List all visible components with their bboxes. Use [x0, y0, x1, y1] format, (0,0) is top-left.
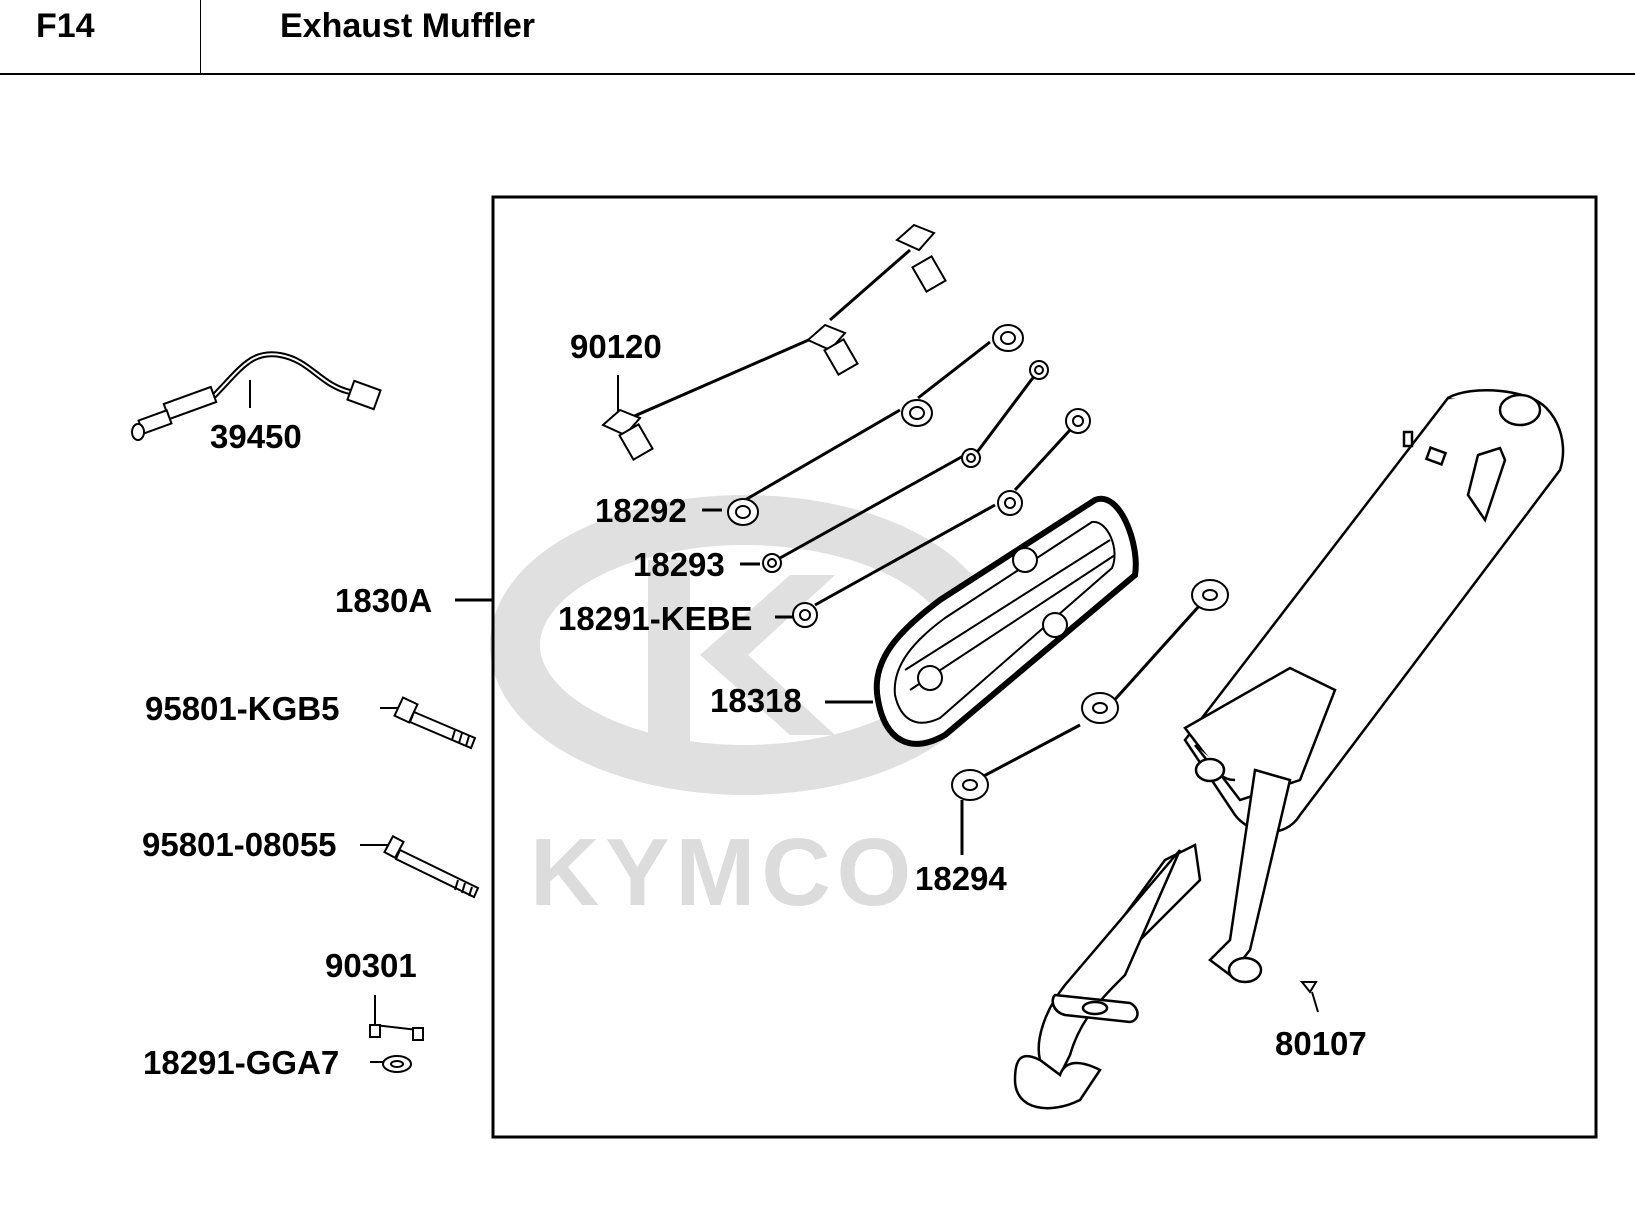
part-label-39450: 39450	[210, 418, 302, 455]
part-label-18293: 18293	[633, 546, 725, 583]
muffler-body	[1013, 389, 1565, 1110]
part-label-18291-GGA7: 18291-GGA7	[143, 1044, 339, 1081]
part-label-1830A: 1830A	[335, 582, 432, 619]
page-title: Exhaust Muffler	[280, 7, 536, 45]
screw-80107	[1299, 981, 1319, 1013]
part-label-18294: 18294	[915, 860, 1007, 897]
watermark-text: KYMCO	[530, 819, 917, 926]
bolt-90301	[369, 995, 424, 1041]
part-label-95801-KGB5: 95801-KGB5	[145, 690, 339, 727]
washer-18291-GGA7	[370, 1055, 412, 1073]
part-label-80107: 80107	[1275, 1025, 1367, 1062]
assembly-box-1830A	[491, 195, 1598, 1139]
part-label-95801-08055: 95801-08055	[142, 826, 337, 863]
nuts-18293	[740, 360, 1049, 573]
washers-18291-KEBE	[775, 408, 1091, 628]
header-divider	[200, 0, 201, 73]
bolts-90120	[601, 223, 947, 461]
section-code: F14	[36, 7, 95, 45]
part-label-90120: 90120	[570, 328, 662, 365]
page-header: F14 Exhaust Muffler	[0, 0, 1635, 75]
rubbers-18294	[951, 579, 1229, 855]
bolt-95801-KGB5	[380, 696, 477, 750]
part-label-18291-KEBE: 18291-KEBE	[558, 600, 752, 637]
washers-18292	[702, 324, 1024, 526]
oxygen-sensor	[131, 351, 382, 441]
heat-shield-18318	[825, 495, 1139, 747]
part-label-18292: 18292	[595, 492, 687, 529]
part-label-18318: 18318	[710, 682, 802, 719]
bolt-95801-08055	[360, 834, 480, 899]
part-label-90301: 90301	[325, 947, 417, 984]
kymco-watermark-logo: KYMCO	[490, 495, 1000, 926]
